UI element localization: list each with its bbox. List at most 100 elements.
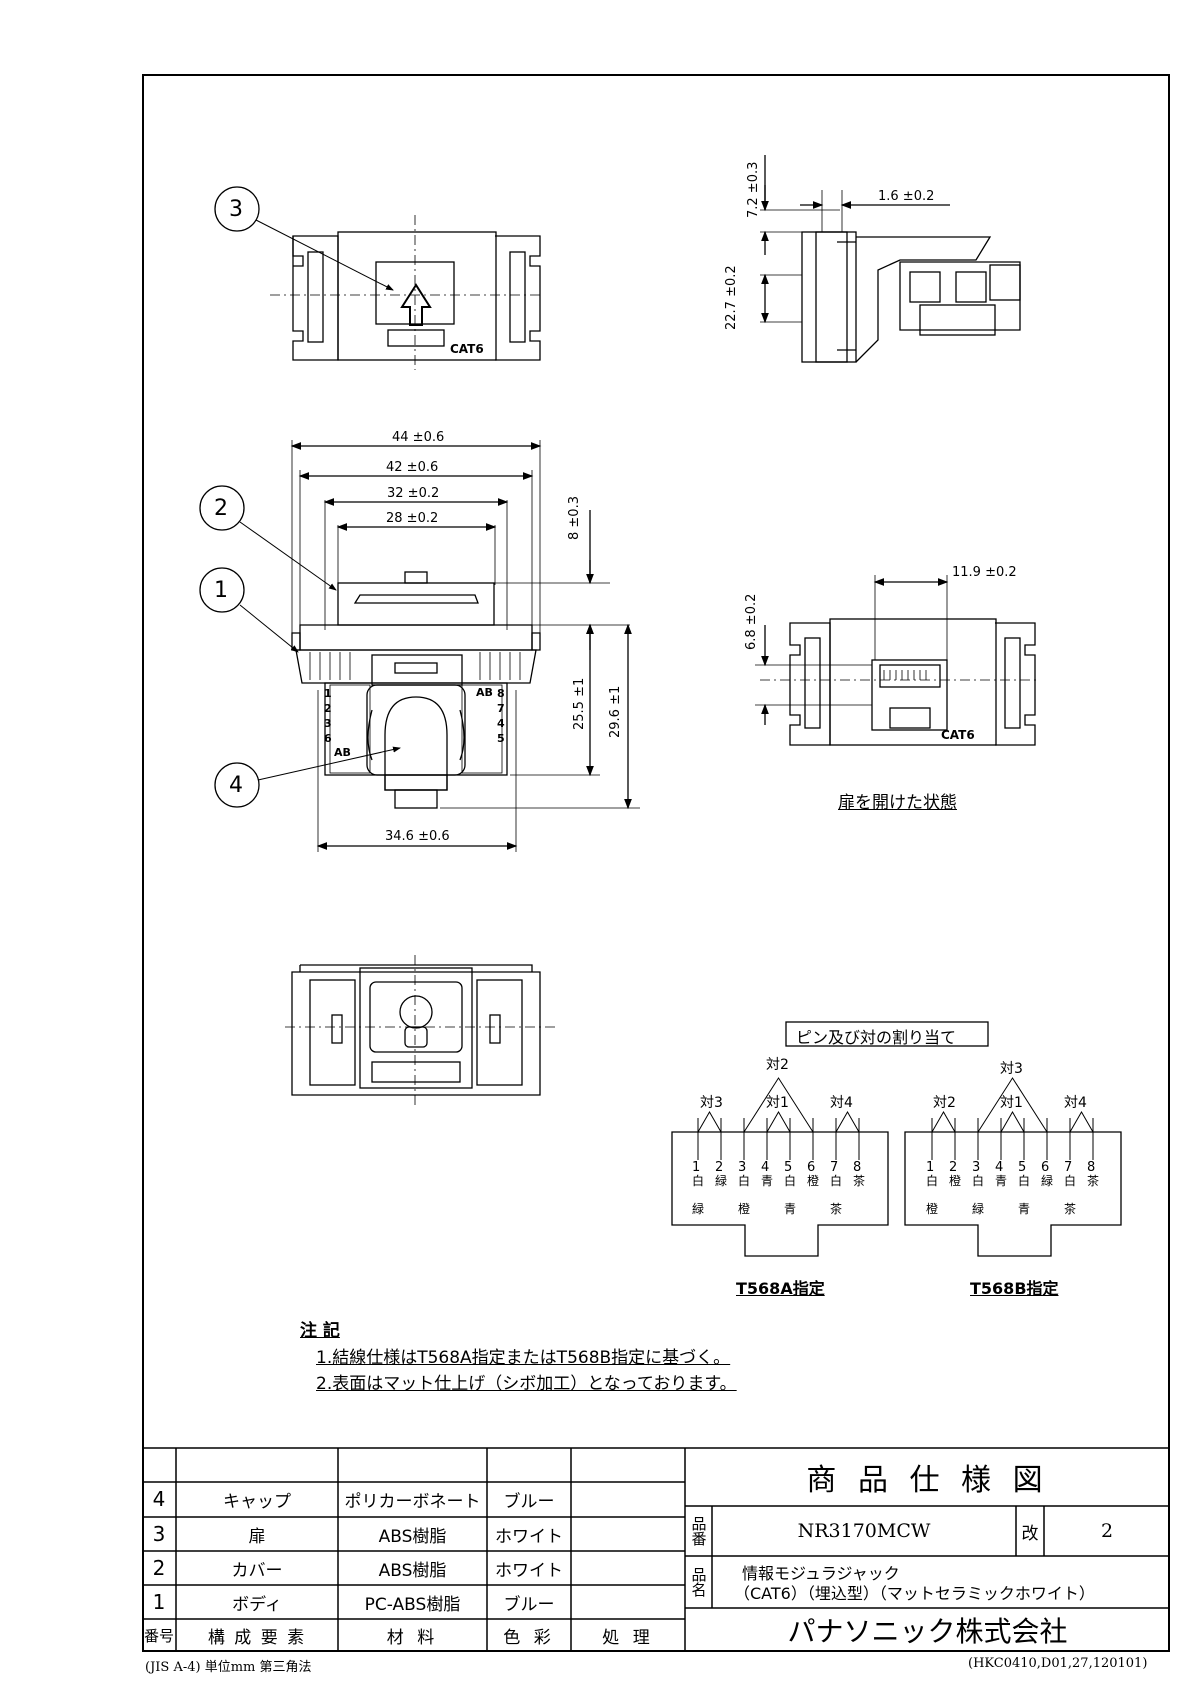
notes-line-1: 1.結線仕様はT568A指定またはT568B指定に基づく。 bbox=[316, 1348, 731, 1368]
notes-heading: 注 記 bbox=[300, 1321, 340, 1341]
pin-diagram-t568a bbox=[671, 1131, 889, 1257]
t568a-pins-8: 8 bbox=[853, 1160, 862, 1175]
t568b-pins-3: 3 bbox=[972, 1160, 981, 1175]
notes-line-2: 2.表面はマット仕上げ（シボ加工）となっております。 bbox=[316, 1374, 737, 1394]
callout-1 bbox=[199, 567, 245, 613]
dim-28: 28 ±0.2 bbox=[386, 511, 439, 526]
parts-name-3: 扉 bbox=[248, 1526, 266, 1547]
parts-color-4: ブルー bbox=[503, 1491, 555, 1512]
parts-name-4: キャップ bbox=[223, 1491, 291, 1512]
t568b-colors_top-1: 白 bbox=[926, 1174, 939, 1188]
parts-header-material: 材 料 bbox=[386, 1628, 439, 1648]
t568a-colors_top-8: 茶 bbox=[853, 1174, 866, 1188]
t568a-colors_top-2: 緑 bbox=[715, 1174, 728, 1188]
dim-32: 32 ±0.2 bbox=[387, 486, 440, 501]
product-name-label: 品名 bbox=[689, 1567, 708, 1597]
pin-assign-title: ピン及び対の割り当て bbox=[796, 1028, 957, 1047]
dim-11-9: 11.9 ±0.2 bbox=[952, 565, 1017, 580]
footer-left: (JIS A-4) 単位mm 第三角法 bbox=[145, 1660, 312, 1675]
t568a-pair-right: 対4 bbox=[830, 1095, 853, 1111]
callout-3-text: 3 bbox=[229, 197, 243, 222]
t568b-colors_bottom-5: 青 bbox=[1018, 1202, 1031, 1216]
t568a-colors_top-1: 白 bbox=[692, 1174, 705, 1188]
revision-number: 2 bbox=[1100, 1520, 1114, 1542]
product-name-line-2: （CAT6）（埋込型）（マットセラミックホワイト） bbox=[734, 1584, 1095, 1603]
dim-42: 42 ±0.6 bbox=[386, 460, 439, 475]
dim-34-6: 34.6 ±0.6 bbox=[385, 829, 450, 844]
t568b-pair-mid: 対1 bbox=[1000, 1095, 1023, 1111]
t568b-pair-left: 対2 bbox=[933, 1095, 956, 1111]
t568b-colors_top-8: 茶 bbox=[1087, 1174, 1100, 1188]
parts-finish-2 bbox=[571, 1551, 685, 1585]
t568b-colors_bottom-7: 茶 bbox=[1064, 1202, 1077, 1216]
t568b-pins-8: 8 bbox=[1087, 1160, 1096, 1175]
cat6-label-closed: CAT6 bbox=[450, 342, 484, 356]
drawing-title: 商 品 仕 様 図 bbox=[806, 1463, 1049, 1498]
t568b-colors_bottom-1: 橙 bbox=[926, 1202, 939, 1216]
t568b-colors_top-3: 白 bbox=[972, 1174, 985, 1188]
t568b-pair-right: 対4 bbox=[1064, 1095, 1087, 1111]
t568a-pins-4: 4 bbox=[761, 1160, 770, 1175]
callout-1-text: 1 bbox=[214, 578, 228, 603]
pin-diagram-t568b bbox=[904, 1131, 1122, 1257]
t568b-colors_top-6: 緑 bbox=[1041, 1174, 1054, 1188]
front-view-door-open bbox=[755, 575, 1040, 746]
parts-color-1: ブルー bbox=[503, 1594, 555, 1615]
model-label: 品番 bbox=[689, 1516, 708, 1546]
front-view-main bbox=[290, 440, 640, 852]
parts-material-1: PC-ABS樹脂 bbox=[364, 1594, 461, 1615]
t568a-pins-2: 2 bbox=[715, 1160, 724, 1175]
t568a-colors_top-3: 白 bbox=[738, 1174, 751, 1188]
parts-finish-1 bbox=[571, 1585, 685, 1619]
parts-finish-4 bbox=[571, 1482, 685, 1516]
t568a-colors_bottom-7: 茶 bbox=[830, 1202, 843, 1216]
side-view bbox=[760, 155, 1021, 363]
t568b-colors_bottom-3: 緑 bbox=[972, 1202, 985, 1216]
front-view-closed bbox=[270, 215, 541, 370]
product-name-line-1: 情報モジュラジャック bbox=[742, 1564, 900, 1583]
parts-material-2: ABS樹脂 bbox=[378, 1560, 447, 1581]
parts-color-3: ホワイト bbox=[495, 1526, 563, 1547]
t568b-colors_top-2: 橙 bbox=[949, 1174, 962, 1188]
callout-2 bbox=[199, 485, 245, 531]
t568b-caption: T568B指定 bbox=[970, 1279, 1059, 1298]
parts-finish-3 bbox=[571, 1517, 685, 1551]
dim-1-6: 1.6 ±0.2 bbox=[878, 189, 935, 204]
parts-header-no: 番号 bbox=[143, 1627, 174, 1645]
t568a-colors_bottom-1: 緑 bbox=[692, 1202, 705, 1216]
parts-no-2: 2 bbox=[152, 1556, 166, 1580]
ab-label-left: AB bbox=[334, 746, 351, 759]
parts-material-3: ABS樹脂 bbox=[378, 1526, 447, 1547]
t568b-colors_top-7: 白 bbox=[1064, 1174, 1077, 1188]
t568a-pair-top: 対2 bbox=[766, 1057, 789, 1073]
company-name: パナソニック株式会社 bbox=[787, 1615, 1068, 1648]
parts-material-4: ポリカーボネート bbox=[344, 1491, 481, 1512]
model-number: NR3170MCW bbox=[797, 1520, 931, 1542]
t568b-pair-top: 対3 bbox=[1000, 1061, 1023, 1077]
t568a-colors_bottom-3: 橙 bbox=[738, 1202, 751, 1216]
callout-4 bbox=[214, 762, 260, 808]
back-view bbox=[285, 955, 555, 1105]
t568b-pins-5: 5 bbox=[1018, 1160, 1027, 1175]
pin-assign-title-box bbox=[785, 1021, 989, 1047]
t568b-pins-2: 2 bbox=[949, 1160, 958, 1175]
parts-no-3: 3 bbox=[152, 1522, 166, 1546]
t568a-pins-5: 5 bbox=[784, 1160, 793, 1175]
drawing-frame bbox=[142, 74, 1170, 1652]
callout-2-text: 2 bbox=[214, 496, 228, 521]
callout-4-text: 4 bbox=[229, 773, 243, 798]
t568a-pins-1: 1 bbox=[692, 1160, 701, 1175]
t568a-colors_top-6: 橙 bbox=[807, 1174, 820, 1188]
t568a-pins-3: 3 bbox=[738, 1160, 747, 1175]
t568a-colors_top-4: 青 bbox=[761, 1174, 774, 1188]
footer-right: (HKC0410,D01,27,120101) bbox=[968, 1656, 1148, 1671]
callout-3 bbox=[214, 186, 260, 232]
parts-name-1: ボディ bbox=[232, 1594, 282, 1615]
t568a-colors_top-5: 白 bbox=[784, 1174, 797, 1188]
parts-header-color: 色 彩 bbox=[503, 1628, 555, 1648]
parts-no-1: 1 bbox=[152, 1590, 166, 1614]
